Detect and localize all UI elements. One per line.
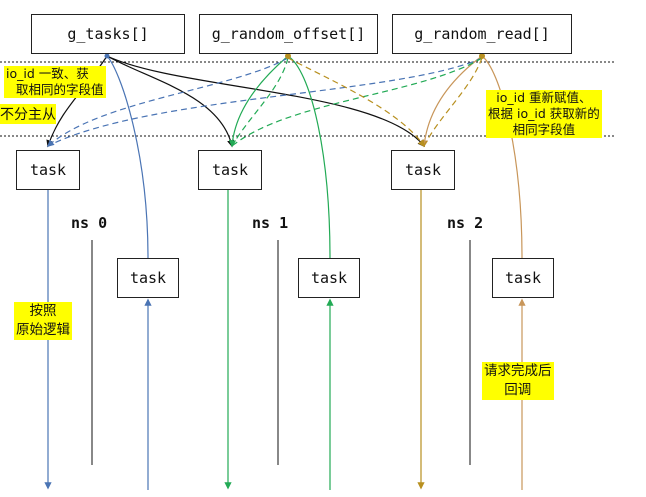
read-junction	[479, 53, 485, 59]
read-to-task0-dashed	[47, 57, 483, 147]
right-note-line1: io_id 重新赋值、	[496, 90, 592, 105]
read-return-line	[481, 55, 523, 259]
read-to-task2-link	[421, 55, 483, 148]
g-random-offset-box: g_random_offset[]	[199, 14, 378, 54]
right-note-line3: 相同字段值	[512, 122, 576, 137]
tasks-to-task1-link	[106, 55, 235, 148]
ns1-label: ns 1	[252, 214, 289, 232]
callback-line2: 回调	[504, 382, 532, 398]
tasks-junction	[104, 53, 110, 59]
left-note-line2: 取相同的字段值	[16, 82, 104, 97]
read-to-task2-dashed	[423, 57, 483, 147]
tasks-return-line	[106, 55, 149, 259]
offset-return-line	[287, 55, 331, 259]
left-note-extra: 不分主从	[0, 104, 56, 124]
task-ns0-bottom: task	[117, 258, 179, 298]
offset-junction	[285, 53, 291, 59]
ns0-label: ns 0	[71, 214, 108, 232]
g-tasks-box: g_tasks[]	[31, 14, 185, 54]
task-ns1-top: task	[198, 150, 262, 190]
left-note-line1: io_id 一致、获	[6, 66, 89, 81]
g-random-read-box: g_random_read[]	[392, 14, 572, 54]
task-ns0-top: task	[16, 150, 80, 190]
left-note: io_id 一致、获 取相同的字段值	[4, 66, 106, 98]
original-logic-line2: 原始逻辑	[16, 322, 70, 338]
task-ns1-bottom: task	[298, 258, 360, 298]
offset-to-task1-link	[228, 55, 289, 148]
right-note: io_id 重新赋值、 根据 io_id 获取新的 相同字段值	[486, 90, 602, 138]
offset-to-task2-dashed	[287, 57, 425, 148]
callback-note: 请求完成后 回调	[482, 362, 554, 400]
callback-line1: 请求完成后	[484, 363, 552, 379]
original-logic-note: 按照 原始逻辑	[14, 302, 72, 340]
tasks-to-task2-link	[106, 55, 425, 148]
ns2-label: ns 2	[447, 214, 484, 232]
task-ns2-bottom: task	[492, 258, 554, 298]
task-ns2-top: task	[391, 150, 455, 190]
offset-to-task1-dashed	[231, 57, 289, 147]
read-to-task1-dashed	[231, 57, 483, 147]
original-logic-line1: 按照	[29, 303, 57, 319]
right-note-line2: 根据 io_id 获取新的	[488, 106, 600, 121]
